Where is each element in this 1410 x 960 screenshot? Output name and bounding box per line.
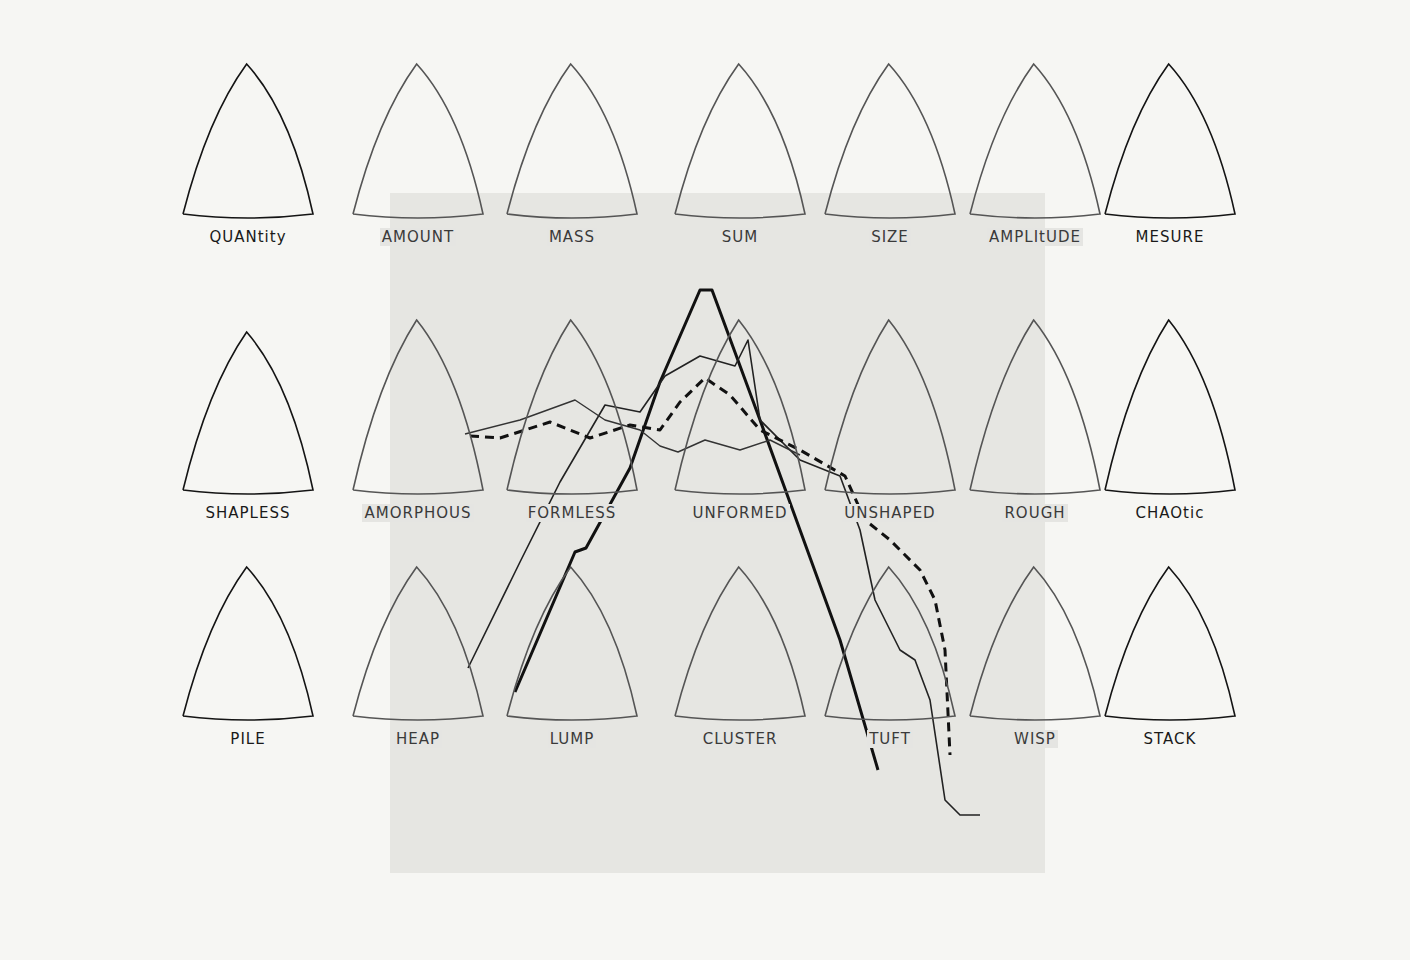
word-label: FORMLESS: [526, 504, 619, 522]
shape-node: MASS: [505, 62, 639, 246]
word-label: AMOUNT: [380, 228, 456, 246]
triangle-outline: [825, 567, 955, 720]
rounded-triangle: [351, 62, 485, 222]
word-label: AMPLItUDE: [987, 228, 1083, 246]
shape-node: HEAP: [351, 565, 485, 748]
word-label: MASS: [547, 228, 597, 246]
triangle-outline: [675, 567, 805, 720]
shape-node: AMPLItUDE: [968, 62, 1102, 246]
triangle-outline: [1105, 64, 1235, 218]
graph-line: [465, 400, 800, 455]
word-label: WISP: [1012, 730, 1058, 748]
triangle-outline: [183, 332, 313, 494]
word-label: MESURE: [1134, 228, 1207, 246]
triangle-outline: [507, 64, 637, 218]
graph-line: [470, 378, 950, 755]
shape-node: AMOUNT: [351, 62, 485, 246]
word-label: CLUSTER: [701, 730, 780, 748]
shape-node: CLUSTER: [673, 565, 807, 748]
rounded-triangle: [1103, 62, 1237, 222]
triangle-outline: [353, 320, 483, 494]
tracing-paper: [390, 193, 1045, 873]
triangle-outline: [970, 320, 1100, 494]
rounded-triangle: [351, 318, 485, 498]
rounded-triangle: [505, 62, 639, 222]
shape-node: SHAPLESS: [181, 330, 315, 522]
rounded-triangle: [673, 318, 807, 498]
word-label: SHAPLESS: [204, 504, 293, 522]
shape-node: WISP: [968, 565, 1102, 748]
word-label: PILE: [228, 730, 267, 748]
shape-node: SUM: [673, 62, 807, 246]
triangle-outline: [183, 64, 313, 218]
triangle-outline: [970, 567, 1100, 720]
triangle-outline: [675, 320, 805, 494]
shape-node: STACK: [1103, 565, 1237, 748]
triangle-outline: [507, 320, 637, 494]
word-label: SIZE: [869, 228, 911, 246]
triangle-outline: [675, 64, 805, 218]
triangle-outline: [825, 320, 955, 494]
rounded-triangle: [351, 565, 485, 724]
triangle-outline: [353, 64, 483, 218]
rounded-triangle: [505, 565, 639, 724]
triangle-outline: [1105, 320, 1235, 494]
rounded-triangle: [181, 62, 315, 222]
rounded-triangle: [673, 565, 807, 724]
rounded-triangle: [823, 565, 957, 724]
word-label: SUM: [720, 228, 760, 246]
word-label: STACK: [1142, 730, 1199, 748]
rounded-triangle: [968, 565, 1102, 724]
rounded-triangle: [1103, 318, 1237, 498]
shape-node: ROUGH: [968, 318, 1102, 522]
shape-node: CHAOtic: [1103, 318, 1237, 522]
word-label: QUANtity: [207, 228, 288, 246]
word-label: ROUGH: [1002, 504, 1067, 522]
rounded-triangle: [181, 565, 315, 724]
shape-node: TUFT: [823, 565, 957, 748]
rounded-triangle: [673, 62, 807, 222]
triangle-outline: [970, 64, 1100, 218]
rounded-triangle: [968, 62, 1102, 222]
word-label: CHAOtic: [1134, 504, 1207, 522]
triangle-outline: [825, 64, 955, 218]
word-label: TUFT: [867, 730, 913, 748]
word-label: LUMP: [548, 730, 597, 748]
word-label: UNFORMED: [690, 504, 789, 522]
triangle-outline: [183, 567, 313, 720]
line-graphs: [465, 290, 980, 815]
triangle-outline: [507, 567, 637, 720]
shape-node: AMORPHOUS: [351, 318, 485, 522]
shape-node: FORMLESS: [505, 318, 639, 522]
word-label: UNSHAPED: [842, 504, 937, 522]
word-label: HEAP: [394, 730, 442, 748]
rounded-triangle: [823, 318, 957, 498]
rounded-triangle: [823, 62, 957, 222]
triangle-outline: [1105, 567, 1235, 720]
shape-node: PILE: [181, 565, 315, 748]
shape-node: QUANtity: [181, 62, 315, 246]
shape-node: SIZE: [823, 62, 957, 246]
graph-line: [515, 290, 878, 770]
shape-node: MESURE: [1103, 62, 1237, 246]
shape-node: UNFORMED: [673, 318, 807, 522]
shape-node: UNSHAPED: [823, 318, 957, 522]
rounded-triangle: [181, 330, 315, 498]
word-label: AMORPHOUS: [362, 504, 473, 522]
shape-node: LUMP: [505, 565, 639, 748]
rounded-triangle: [968, 318, 1102, 498]
rounded-triangle: [1103, 565, 1237, 724]
rounded-triangle: [505, 318, 639, 498]
triangle-outline: [353, 567, 483, 720]
